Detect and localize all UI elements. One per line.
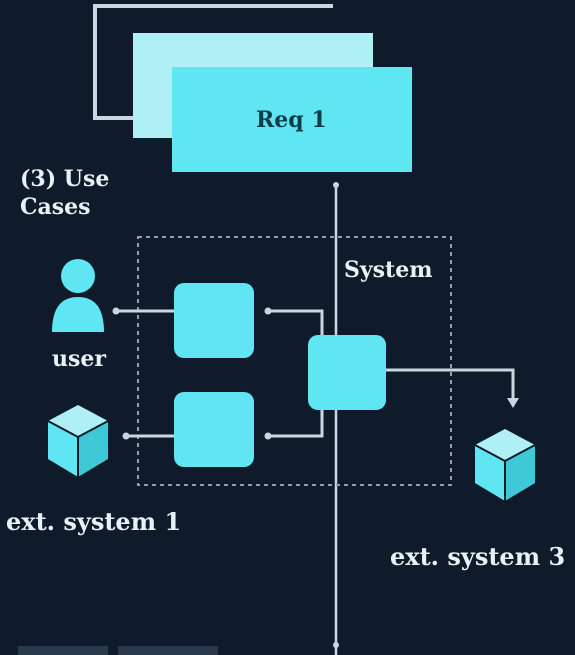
use-case-box-2 <box>174 392 254 467</box>
cropped-text-fragment <box>18 646 108 655</box>
connectors <box>116 309 515 438</box>
actor-label-ext-system-1: ext. system 1 <box>6 507 182 536</box>
connector-dot <box>112 307 120 315</box>
actor-label-user: user <box>52 346 106 372</box>
trace-line-dot-bottom <box>333 642 339 648</box>
cube-icon <box>474 429 536 501</box>
cube-icon <box>47 405 109 477</box>
connector-dot <box>264 307 272 315</box>
actor-label-ext-system-3: ext. system 3 <box>390 542 566 571</box>
system-boundary-label: System <box>344 257 433 283</box>
trace-line-dot-top <box>333 182 339 188</box>
system-process-box <box>308 335 386 410</box>
arrowhead <box>507 398 519 408</box>
section-label: (3) Use Cases <box>20 166 110 220</box>
back-frame-outline <box>93 4 333 120</box>
req-card-label: Req 1 <box>256 107 327 133</box>
user-icon <box>52 259 104 332</box>
use-case-box-1 <box>174 283 254 358</box>
connector-dot <box>122 432 130 440</box>
cropped-text-fragment <box>118 646 218 655</box>
req-card-front <box>172 67 412 172</box>
connector-dot <box>264 432 272 440</box>
